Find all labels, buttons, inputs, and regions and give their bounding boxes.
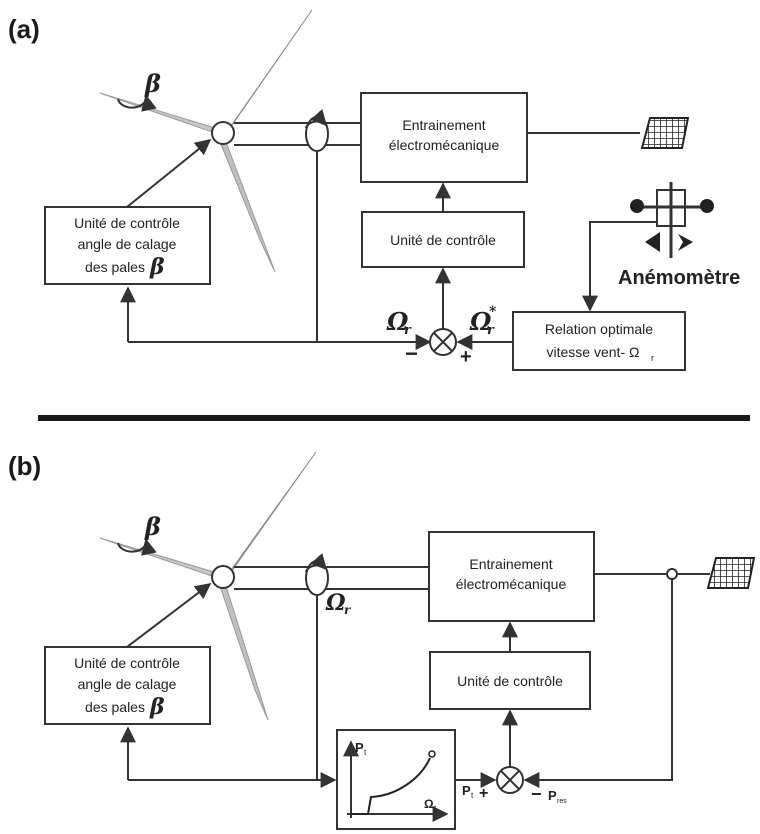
optimal-relation-box [512,311,686,371]
pitch-symbol: β [144,69,161,98]
pitch-control-box [44,646,211,725]
minus-sign: − [405,341,418,366]
anemometer-icon [630,182,714,258]
pitch-box-line1: Unité de contrôle [74,655,180,671]
wind-turbine-icon [99,451,317,721]
pitch-to-blade-arrow [126,138,212,208]
drivetrain-box [360,92,528,183]
pitch-rotation-icon [117,94,157,112]
power-curve [351,757,431,815]
panel-b-label: (b) [8,451,41,481]
power-measurement-node [666,568,678,580]
curve-x-label: Ω [424,797,434,811]
control-unit-label: Unité de contrôle [390,232,496,248]
anemometer-label: Anémomètre [618,267,740,289]
omega-measured-sub: r [404,323,412,338]
pitch-box-line2: angle de calage [78,676,177,692]
pitch-rotation-icon [117,538,157,556]
rotation-arrow-icon [305,552,328,573]
anemometer-to-relation-arrow [582,221,657,312]
panel-b: (b) β Ω r Entrainement électromécanique … [8,451,756,830]
omega-reference: Ω [469,307,492,336]
panel-a-label: (a) [8,14,40,44]
wind-turbine-icon [99,9,313,273]
pitch-box-beta: β [149,694,165,720]
rotation-arrow-icon [305,108,328,129]
curve-y-label: P [355,740,364,755]
plus-sign: + [460,346,472,368]
omega-measured-sub: r [344,603,352,617]
pitch-to-blade-arrow [126,583,212,648]
pitch-box-line2: angle de calage [78,236,177,252]
drivetrain-box [428,531,595,622]
electric-grid-icon [640,117,690,149]
drivetrain-label-line1: Entrainement [469,556,552,572]
curve-y-sub: t [364,748,367,757]
curve-end-marker [428,750,436,758]
panel-a: (a) β Entrainement électromécanique Unit… [8,9,740,371]
relation-omega-sub: r [651,353,654,363]
control-unit-box [361,211,525,268]
summing-cross [433,332,453,352]
summing-cross [500,770,520,790]
drivetrain-label-line2: électromécanique [456,576,567,592]
p-ref-label: P [462,783,471,798]
minus-sign: − [531,784,542,804]
pitch-box-line3: des pales [85,699,145,715]
p-ref-sub: t [471,791,474,800]
power-feedback-arrow [523,579,673,788]
pitch-control-box [44,206,211,285]
plus-sign: + [479,785,488,802]
pitch-box-line1: Unité de contrôle [74,215,180,231]
drivetrain-label-line1: Entrainement [402,117,485,133]
electric-grid-icon [706,557,756,589]
p-res-label: P [548,788,557,803]
omega-measured: Ω [325,590,346,616]
curve-x-sub: t [434,804,437,813]
control-unit-label: Unité de contrôle [457,673,563,689]
control-unit-box [429,651,591,710]
pitch-box-line3: des pales [85,259,145,275]
p-res-sub: res [557,798,567,805]
relation-line1: Relation optimale [545,321,653,337]
pitch-box-beta: β [149,254,165,280]
omega-measured: Ω [386,307,409,336]
drivetrain-label-line2: électromécanique [389,137,500,153]
pitch-symbol: β [144,512,161,541]
omega-reference-star: * [489,304,497,320]
relation-line2: vitesse vent- Ω [547,344,640,360]
omega-reference-sub: r [487,323,495,338]
